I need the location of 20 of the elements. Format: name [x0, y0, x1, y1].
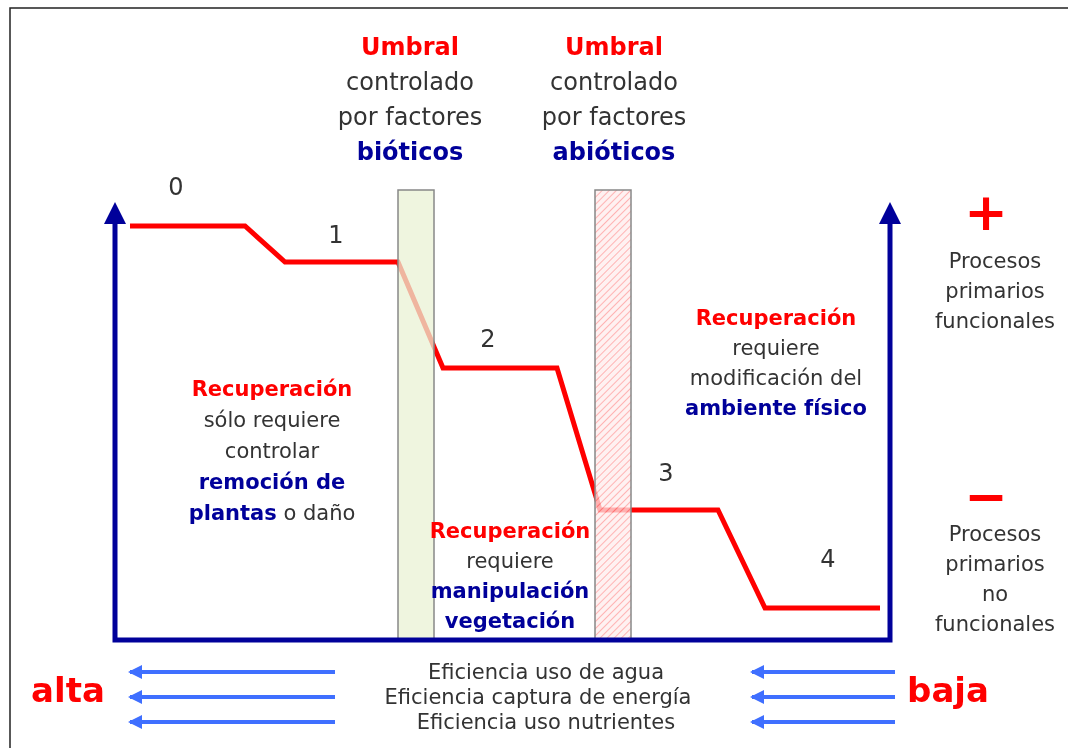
- state-number: 3: [657, 458, 675, 488]
- annotation-text: Recuperación sólo requiere controlar remoción de plantas o daño: [187, 376, 357, 527]
- hatched-threshold-bar: [594, 189, 632, 641]
- minus-sign: −: [964, 470, 1008, 522]
- scale-end-label: baja: [906, 670, 990, 710]
- scale-end-label: alta: [30, 670, 106, 710]
- annotation-text: Procesos primarios no funcionales: [933, 521, 1057, 638]
- state-number: 0: [167, 172, 185, 202]
- threshold-label: Umbral controlado por factores bióticos: [336, 32, 484, 168]
- annotation-text: Procesos primarios funcionales: [933, 248, 1057, 335]
- efficiency-label: Eficiencia uso de agua: [426, 660, 666, 684]
- efficiency-label: Eficiencia captura de energía: [383, 685, 693, 709]
- efficiency-label: Eficiencia uso nutrientes: [415, 710, 677, 734]
- state-number: 2: [479, 324, 497, 354]
- annotation-text: Recuperación requiere modificación del ambiente físico: [684, 305, 868, 422]
- annotation-text: Recuperación requiere manipulación vegetación: [428, 518, 592, 635]
- plus-sign: +: [963, 186, 1009, 238]
- threshold-label: Umbral controlado por factores abióticos: [540, 32, 688, 168]
- state-number: 4: [819, 544, 837, 574]
- state-number: 1: [327, 220, 345, 250]
